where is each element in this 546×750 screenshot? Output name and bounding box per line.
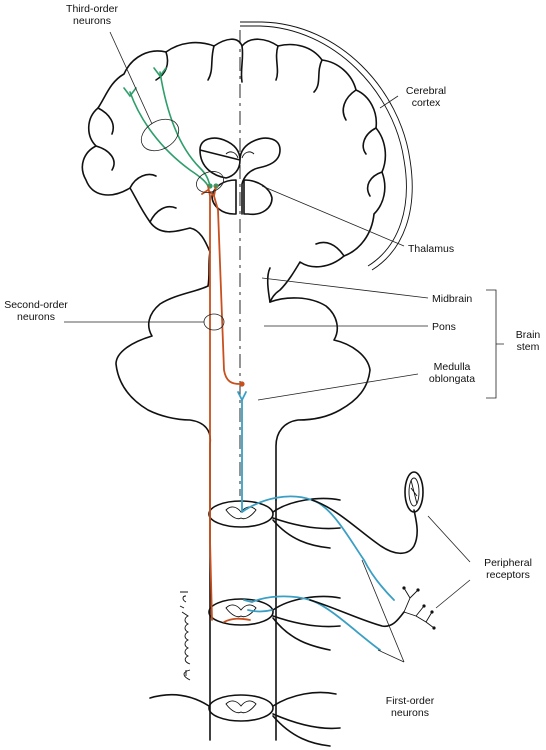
- nerve-fiber-upper: [311, 499, 418, 555]
- cerebrum-outline: [81, 38, 387, 303]
- label-midbrain: Midbrain: [432, 293, 472, 305]
- leader-midbrain: [261, 277, 429, 299]
- thalamus-right: [243, 179, 273, 216]
- label-first-order-2: neurons: [391, 707, 429, 719]
- label-third-order: Third-order: [66, 3, 118, 15]
- cortex-bracket: [240, 21, 413, 271]
- pons-outline-right: [269, 297, 371, 501]
- leader-thalamus: [261, 185, 405, 247]
- label-first-order: First-order: [386, 695, 435, 707]
- ventricle-outline: [199, 137, 281, 215]
- spinal-segment-lower: [149, 691, 341, 747]
- thalamus-left: [211, 179, 237, 215]
- gyrus-line: [207, 45, 215, 81]
- leader-first-order-upper: [361, 559, 405, 663]
- label-second-order: Second-order: [4, 299, 68, 311]
- pons-outline: [115, 285, 212, 501]
- gyrus-line: [275, 45, 279, 81]
- leader-cerebral-cortex: [379, 95, 399, 109]
- second-order-marker: [203, 313, 225, 331]
- gyrus-line: [149, 206, 177, 223]
- gyrus-line: [97, 107, 114, 135]
- leader-medulla: [257, 373, 419, 401]
- second-order-pathway: [201, 185, 251, 623]
- third-order-marker: [140, 118, 180, 152]
- nerve-fiber-middle: [309, 599, 405, 628]
- gyrus-line: [240, 45, 244, 83]
- pacinian-corpuscle: [404, 471, 424, 513]
- gyrus-line: [342, 89, 357, 121]
- gyrus-line: [362, 127, 377, 155]
- leader-third-order: [109, 31, 153, 125]
- leader-first-order-lower: [377, 649, 405, 663]
- artist-signature: [179, 591, 191, 681]
- leader-peripheral-upper: [427, 515, 471, 563]
- label-second-order-2: neurons: [17, 311, 55, 323]
- leader-peripheral-lower: [435, 579, 471, 609]
- first-order-pathway: [237, 391, 395, 651]
- brainstem-bracket: [486, 289, 504, 399]
- gyrus-line: [155, 51, 169, 81]
- label-peripheral: Peripheral: [484, 557, 532, 569]
- gyrus-line: [315, 241, 345, 257]
- third-order-pathway: [123, 67, 219, 189]
- gyrus-line: [95, 145, 115, 171]
- gyrus-line: [129, 173, 157, 189]
- gyrus-line: [366, 171, 383, 197]
- gyrus-line: [313, 59, 323, 93]
- label-cerebral-cortex-2: cortex: [412, 97, 441, 109]
- label-pons: Pons: [432, 321, 456, 333]
- brainstem-right-edge: [266, 267, 271, 303]
- label-brain-stem: Brain: [516, 329, 541, 341]
- cortex-bracket-inner: [240, 25, 407, 267]
- label-medulla: Medulla: [434, 361, 471, 373]
- label-medulla-2: oblongata: [429, 373, 475, 385]
- label-brain-stem-2: stem: [517, 341, 540, 353]
- label-cerebral-cortex: Cerebral: [406, 85, 446, 97]
- free-nerve-endings: [402, 586, 436, 630]
- label-third-order-2: neurons: [73, 15, 111, 27]
- thalamus-marker: [196, 171, 224, 193]
- label-peripheral-2: receptors: [486, 569, 530, 581]
- label-thalamus: Thalamus: [408, 243, 454, 255]
- ventricle-inner: [225, 151, 255, 159]
- spinal-segment-upper: [208, 497, 341, 549]
